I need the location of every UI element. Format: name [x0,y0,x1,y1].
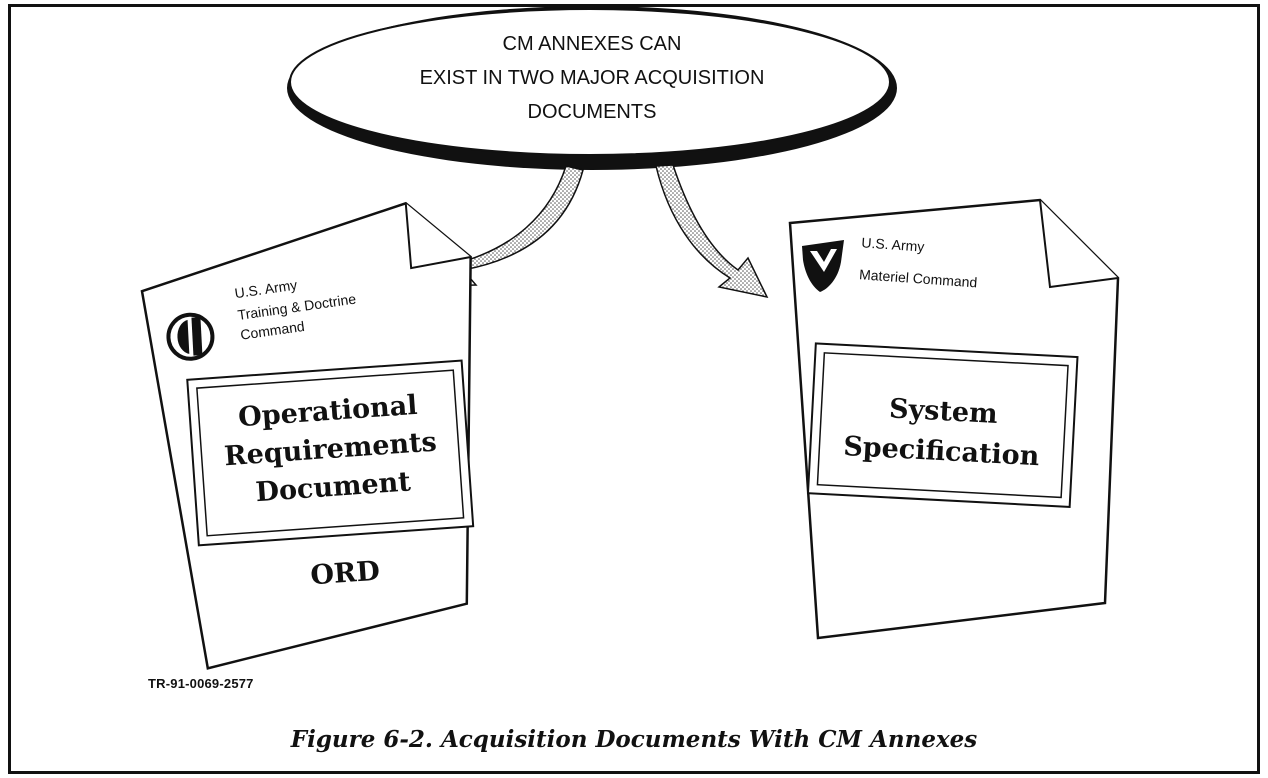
right-org-line-1: U.S. Army [861,234,925,254]
reference-id: TR-91-0069-2577 [148,676,254,691]
figure-caption: Figure 6-2. Acquisition Documents With C… [290,726,978,753]
left-title-box: Operational Requirements Document [186,359,475,547]
callout-line-2: EXIST IN TWO MAJOR ACQUISITION [420,67,765,89]
amc-shield-icon [802,240,844,292]
arrow-to-right-document [655,164,769,299]
right-title-line-1: System [888,393,998,430]
left-abbreviation: ORD [309,556,380,592]
callout-line-1: CM ANNEXES CAN [503,33,682,55]
callout-line-3: DOCUMENTS [528,101,657,123]
figure-frame [8,4,1260,774]
right-title-box: System Specification [806,342,1079,508]
tradoc-emblem-icon [166,312,215,361]
callout-bubble: CM ANNEXES CAN EXIST IN TWO MAJOR ACQUIS… [287,6,897,170]
